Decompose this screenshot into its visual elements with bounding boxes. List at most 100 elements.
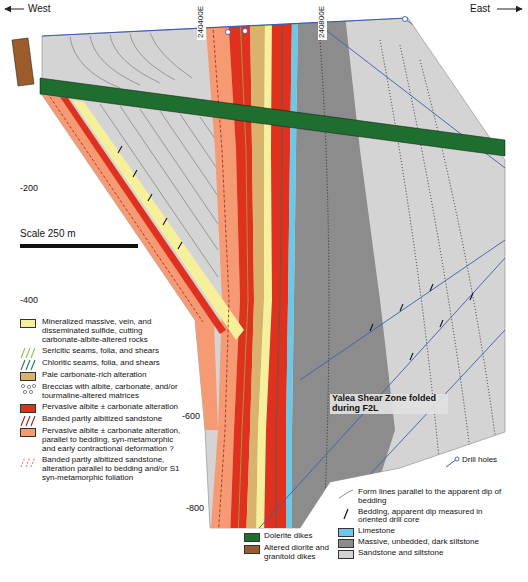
legend-swatch	[338, 539, 354, 548]
legend-text: Form lines parallel to the apparent dip …	[358, 488, 504, 506]
sample-line	[31, 348, 35, 358]
legend-swatch	[20, 372, 36, 381]
sample-breccia	[23, 390, 26, 393]
drill-collar	[226, 30, 231, 35]
limestone	[286, 15, 298, 540]
legend-swatch	[20, 319, 36, 328]
diorite-dike	[12, 38, 34, 86]
label-holder: 240800E	[318, 4, 327, 40]
drill-collar	[403, 17, 408, 22]
legend-text: Limestone	[358, 527, 504, 536]
sample-line	[21, 360, 25, 370]
label-holder: West	[28, 3, 51, 14]
drill-hole	[300, 240, 505, 380]
sample-bedding	[344, 509, 348, 519]
sample-line	[21, 348, 25, 358]
legend-text: Banded partly albitized sandstone, alter…	[42, 456, 182, 482]
legend-sample	[20, 456, 36, 468]
structure-label: Yalea Shear Zone folded during F2L	[330, 394, 448, 414]
dolerite-dike	[40, 78, 505, 156]
sample-line	[31, 457, 35, 467]
legend-sample	[20, 383, 36, 395]
legend-text: Mineralized massive, vein, and dissemina…	[42, 318, 182, 344]
sample-line	[26, 348, 30, 358]
legend-text: Banded partly albitized sandstone	[42, 415, 182, 424]
sample-collar	[455, 457, 459, 461]
limb-albite-pervasive	[60, 97, 226, 334]
form-line-dotted	[320, 40, 329, 500]
legend-text: Pervasive albite ± carbonate alteration	[42, 403, 182, 412]
form-line	[130, 34, 175, 80]
legend-text: Pervasive albite ± carbonate alteration,…	[42, 427, 182, 453]
legend-item: Bedding, apparent dip measured in orient…	[338, 508, 504, 526]
bedding-tick	[118, 146, 473, 360]
form-line-dotted	[420, 60, 495, 435]
legend-sample	[20, 347, 36, 359]
scale-label: Scale 250 m	[20, 228, 76, 239]
label-holder: -400	[20, 296, 38, 306]
sericitic-seam	[238, 15, 248, 540]
banded-albitized	[50, 97, 203, 322]
form-line	[150, 33, 192, 78]
form-line	[90, 36, 140, 85]
label-holder: Yalea Shear Zone folded during F2L	[330, 394, 448, 414]
form-line	[110, 35, 160, 83]
banded-albitized	[212, 15, 229, 540]
label-holder: -200	[20, 184, 38, 194]
legend-text: Sericitic seams, folia, and shears	[42, 347, 182, 356]
form-line	[160, 111, 218, 196]
west-arrow	[5, 9, 24, 10]
label-holder: 240400E	[197, 4, 206, 40]
legend-item: Sericitic seams, folia, and shears	[20, 347, 182, 356]
label-holder: Scale 250 m	[20, 228, 76, 239]
sample-breccia	[27, 385, 30, 388]
chloritic-seam	[276, 15, 282, 540]
legend-swatch	[244, 545, 260, 554]
ground-surface	[42, 18, 408, 36]
legend-item: Pervasive albite ± carbonate alteration,…	[20, 427, 182, 453]
legend-swatch	[338, 528, 354, 537]
direction-label: West	[28, 3, 51, 14]
legend-item: Pervasive albite ± carbonate alteration	[20, 403, 182, 412]
legend-swatch	[20, 404, 36, 413]
sample-line	[26, 360, 30, 370]
legend-text: Dolerite dikes	[264, 532, 330, 541]
sample-line	[21, 416, 25, 426]
legend-item: Dolerite dikes	[244, 532, 330, 541]
label-holder: -800	[186, 504, 204, 514]
form-line	[180, 114, 218, 170]
legend-sample	[20, 415, 36, 427]
label-holder: -600	[182, 412, 200, 422]
depth-label: -400	[20, 296, 38, 306]
sample-line	[26, 457, 30, 467]
legend-text: Breccias with albite, carbonate, and/or …	[42, 383, 182, 401]
legend-item: Pale carbonate-rich alteration	[20, 371, 182, 380]
legend-text: Massive, unbedded, dark siltstone	[358, 538, 504, 547]
legend-item: Mineralized massive, vein, and dissemina…	[20, 318, 182, 344]
depth-label: -200	[20, 184, 38, 194]
legend-text: Bedding, apparent dip measured in orient…	[358, 508, 504, 526]
legend-item: Form lines parallel to the apparent dip …	[338, 488, 504, 506]
east-arrow	[497, 9, 522, 10]
drill-collar	[243, 29, 248, 34]
legend-item: Massive, unbedded, dark siltstone	[338, 538, 504, 547]
limb-mineralized	[72, 100, 244, 340]
legend-item: Drill holes	[444, 456, 508, 465]
legend-item: Sandstone and siltstone	[338, 549, 504, 558]
sample-breccia	[32, 384, 35, 387]
drill-hole	[320, 330, 505, 528]
sample-line	[31, 416, 35, 426]
legend-sample	[338, 488, 354, 500]
form-line	[70, 37, 120, 88]
legend-text: Altered diorite and granitoid dikes	[264, 544, 330, 562]
form-line-dotted	[400, 45, 470, 450]
legend-sample	[338, 508, 354, 520]
easting-label: 240400E	[197, 4, 206, 40]
depth-label: -800	[186, 504, 204, 514]
legend-swatch	[338, 550, 354, 559]
sample-breccia	[21, 384, 24, 387]
easting-label: 240800E	[318, 4, 327, 40]
legend-item: Banded partly albitized sandstone	[20, 415, 182, 424]
sample-line	[21, 457, 25, 467]
